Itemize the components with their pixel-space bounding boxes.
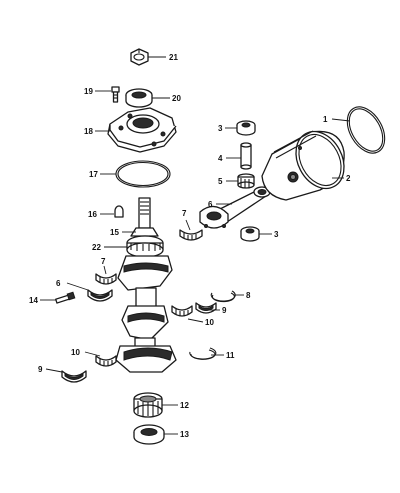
part-11-retaining-ring — [189, 347, 217, 360]
part-4-piston-pin — [240, 142, 252, 170]
callout-21: 21 — [169, 53, 178, 62]
part-3-thrust-washer-top — [236, 120, 256, 136]
callout-15: 15 — [110, 228, 119, 237]
callout-5: 5 — [218, 177, 223, 186]
callout-4: 4 — [218, 154, 223, 163]
callout-6b: 6 — [56, 279, 61, 288]
part-21-nut — [130, 48, 149, 66]
callout-13: 13 — [180, 430, 189, 439]
part-20-seal — [125, 88, 153, 108]
callout-7a: 7 — [182, 209, 187, 218]
callout-10b: 10 — [71, 348, 80, 357]
part-16-key — [114, 205, 124, 218]
part-15-crankshaft-upper — [130, 197, 159, 237]
part-9-bearing-half-left — [61, 370, 87, 383]
part-10-needle-bearing-right — [171, 305, 193, 317]
callout-18: 18 — [84, 127, 93, 136]
callout-16: 16 — [88, 210, 97, 219]
part-17-o-ring — [115, 160, 171, 188]
callout-12: 12 — [180, 401, 189, 410]
part-8-retaining-ring — [210, 290, 236, 303]
part-1-piston-ring — [346, 106, 386, 154]
callout-1: 1 — [323, 115, 328, 124]
part-6-connecting-rod — [199, 186, 271, 229]
callout-3b: 3 — [274, 230, 279, 239]
part-13-seal — [133, 424, 165, 445]
callout-9b: 9 — [38, 365, 43, 374]
callout-14: 14 — [29, 296, 38, 305]
part-9-bearing-half-right — [195, 302, 217, 314]
part-18-bearing-housing — [107, 107, 177, 153]
part-14-screw — [55, 291, 76, 304]
callout-7b: 7 — [101, 257, 106, 266]
callout-8: 8 — [246, 291, 251, 300]
callout-2: 2 — [346, 174, 351, 183]
part-7-needle-bearing-mid — [95, 273, 117, 285]
callout-17: 17 — [89, 170, 98, 179]
callout-19: 19 — [84, 87, 93, 96]
part-5-needle-bearing — [237, 173, 255, 189]
part-12-roller-bearing — [133, 392, 163, 418]
callout-20: 20 — [172, 94, 181, 103]
part-7-needle-bearing-upper — [179, 229, 203, 241]
callout-22: 22 — [92, 243, 101, 252]
part-22-main-bearing — [126, 235, 164, 258]
callout-11: 11 — [226, 351, 235, 360]
part-10-needle-bearing-left — [95, 355, 117, 367]
part-2-piston — [261, 130, 345, 201]
part-3-thrust-washer-bottom — [240, 226, 260, 242]
part-19-screw — [111, 86, 120, 103]
part-6-bearing-cage — [87, 289, 113, 302]
callout-6a: 6 — [208, 200, 213, 209]
callout-10a: 10 — [205, 318, 214, 327]
callout-9a: 9 — [222, 306, 227, 315]
callout-3a: 3 — [218, 124, 223, 133]
crankshaft-body — [115, 255, 177, 373]
